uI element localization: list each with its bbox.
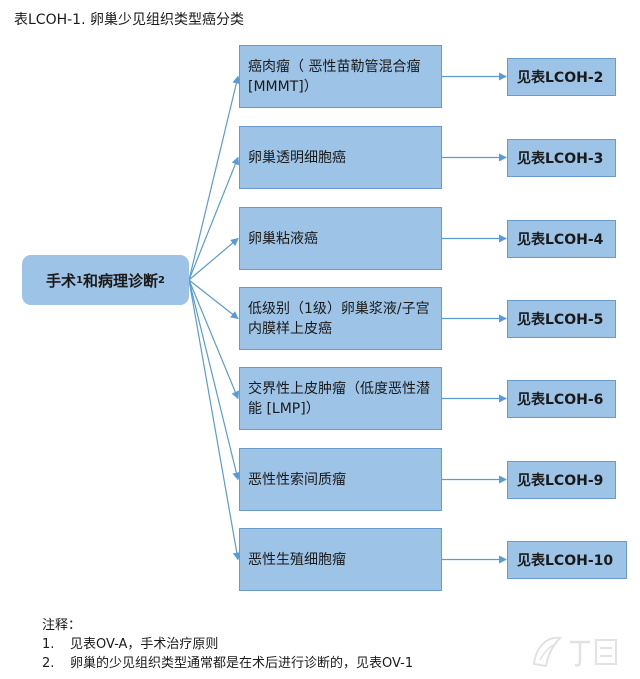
category-label: 低级别（1级）卵巢浆液/子宫内膜样上皮癌 (248, 300, 430, 337)
notes-heading: 注释： (42, 618, 82, 633)
note-text: 见表OV-A，手术治疗原则 (70, 637, 219, 652)
reference-box-lcoh-4: 见表LCOH-4 (507, 220, 616, 258)
reference-box-lcoh-10: 见表LCOH-10 (507, 541, 627, 579)
page-title: 表LCOH-1. 卵巢少见组织类型癌分类 (14, 12, 244, 28)
category-node-germ-cell: 恶性生殖细胞瘤 (239, 528, 442, 591)
root-footnote-2: 2 (158, 274, 165, 286)
category-node-sex-cord-stromal: 恶性性索间质瘤 (239, 448, 442, 511)
note-item-2: 2. 卵巢的少见组织类型通常都是在术后进行诊断的，见表OV-1 (42, 654, 413, 673)
root-label-part2: 和病理诊断 (83, 271, 159, 290)
category-label: 癌肉瘤（ 恶性苗勒管混合瘤[MMMT]） (248, 58, 421, 95)
fan-arrow-1 (188, 75, 241, 281)
category-label: 卵巢透明细胞癌 (248, 149, 346, 166)
note-number: 1. (42, 637, 55, 652)
fan-arrow-4 (188, 279, 239, 320)
note-number: 2. (42, 656, 55, 671)
root-label-part1: 手术 (46, 271, 77, 290)
category-node-mucinous: 卵巢粘液癌 (239, 207, 442, 270)
reference-label: 见表LCOH-2 (517, 70, 604, 86)
reference-box-lcoh-6: 见表LCOH-6 (507, 380, 616, 418)
category-label: 交界性上皮肿瘤（低度恶性潜能 [LMP]） (248, 380, 430, 417)
fan-arrow-2 (188, 156, 240, 281)
reference-label: 见表LCOH-3 (517, 151, 604, 167)
footnotes: 注释： 1. 见表OV-A，手术治疗原则 2. 卵巢的少见组织类型通常都是在术后… (42, 616, 413, 673)
watermark-logo-icon (532, 636, 617, 668)
category-label: 卵巢粘液癌 (248, 230, 318, 247)
reference-box-lcoh-2: 见表LCOH-2 (507, 58, 616, 96)
note-text: 卵巢的少见组织类型通常都是在术后进行诊断的，见表OV-1 (70, 656, 414, 671)
note-item-1: 1. 见表OV-A，手术治疗原则 (42, 635, 413, 654)
fan-arrow-6 (188, 279, 241, 481)
reference-label: 见表LCOH-4 (517, 232, 604, 248)
reference-box-lcoh-9: 见表LCOH-9 (507, 461, 616, 499)
reference-label: 见表LCOH-9 (517, 473, 604, 489)
category-node-carcinosarcoma: 癌肉瘤（ 恶性苗勒管混合瘤[MMMT]） (239, 45, 442, 108)
fan-arrow-7 (188, 279, 241, 561)
reference-label: 见表LCOH-5 (517, 312, 604, 328)
fan-arrow-5 (188, 279, 240, 400)
root-footnote-1: 1 (76, 274, 83, 286)
reference-box-lcoh-5: 见表LCOH-5 (507, 300, 616, 338)
fan-arrow-3 (188, 237, 239, 281)
reference-label: 见表LCOH-10 (517, 553, 614, 569)
category-node-low-grade-serous: 低级别（1级）卵巢浆液/子宫内膜样上皮癌 (239, 287, 442, 350)
category-node-borderline: 交界性上皮肿瘤（低度恶性潜能 [LMP]） (239, 367, 442, 430)
reference-label: 见表LCOH-6 (517, 392, 604, 408)
category-node-clear-cell: 卵巢透明细胞癌 (239, 126, 442, 189)
category-label: 恶性生殖细胞瘤 (248, 551, 346, 568)
category-label: 恶性性索间质瘤 (248, 471, 346, 488)
reference-box-lcoh-3: 见表LCOH-3 (507, 139, 616, 177)
